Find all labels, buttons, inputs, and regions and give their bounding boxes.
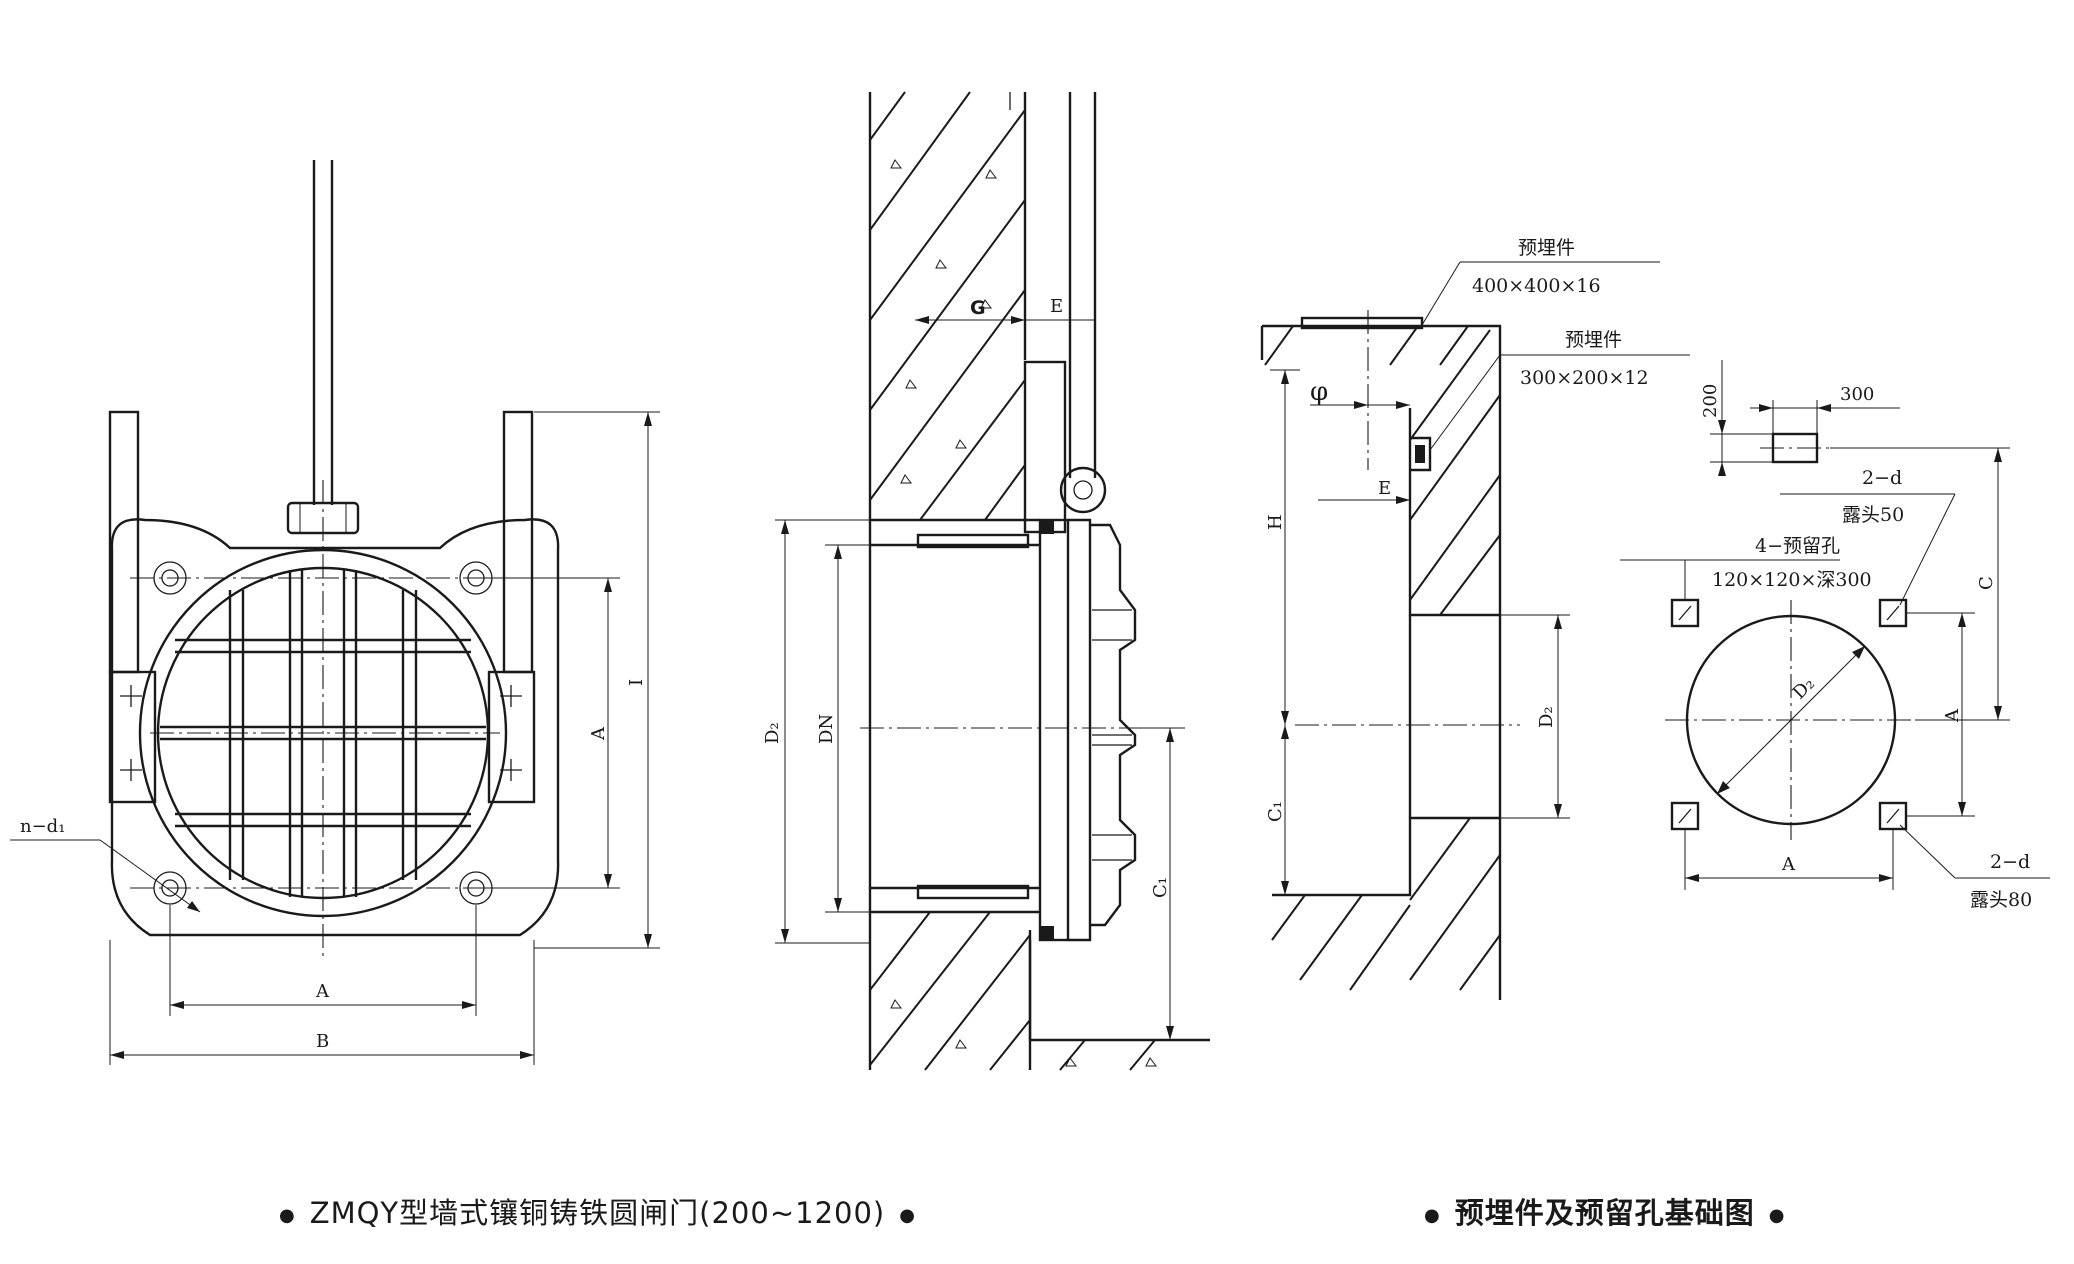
bullet-icon: ● bbox=[1424, 1204, 1441, 1226]
section-label-C1: C₁ bbox=[1150, 877, 1171, 898]
plan-dim-200: 200 bbox=[1700, 384, 1721, 418]
caption-left-text: ZMQY型墙式镶铜铸铁圆闸门(200~1200) bbox=[309, 1196, 886, 1230]
embed1-title: 预埋件 bbox=[1518, 237, 1575, 259]
plan-label-lutou80: 露头80 bbox=[1970, 889, 2032, 911]
caption-right-text: 预埋件及预留孔基础图 bbox=[1454, 1196, 1755, 1230]
foundation-label-E: E bbox=[1378, 478, 1391, 499]
front-label-nd1: n−d₁ bbox=[20, 816, 65, 837]
front-label-I: I bbox=[626, 679, 647, 686]
front-label-A-side: A bbox=[588, 726, 609, 741]
plan-label-2d-bottom: 2−d bbox=[1990, 851, 2030, 873]
foundation-label-H: H bbox=[1265, 514, 1286, 530]
plan-label-A-bottom: A bbox=[1781, 854, 1796, 875]
plan-label-C: C bbox=[1976, 576, 1997, 590]
front-view: A B A I n−d₁ bbox=[10, 160, 660, 1065]
section-label-G: G bbox=[970, 297, 986, 319]
plan-label-4holes: 4−预留孔 bbox=[1755, 535, 1840, 557]
foundation-label-phi: φ bbox=[1310, 377, 1328, 407]
section-label-D2: D₂ bbox=[762, 722, 783, 744]
plan-label-2d-top: 2−d bbox=[1862, 467, 1902, 489]
section-view: G E D₂ DN C₁ bbox=[762, 91, 1210, 1071]
caption-right: ● 预埋件及预留孔基础图 ● bbox=[1410, 1190, 1799, 1232]
plan-label-D2: D₂ bbox=[1789, 673, 1819, 703]
front-label-B: B bbox=[316, 1031, 329, 1052]
section-label-DN: DN bbox=[816, 714, 837, 744]
embed2-title: 预埋件 bbox=[1565, 329, 1622, 351]
plan-dim-300: 300 bbox=[1840, 384, 1874, 405]
embed1-size: 400×400×16 bbox=[1472, 275, 1601, 297]
foundation-label-C1: C₁ bbox=[1265, 801, 1286, 822]
foundation-elevation: φ E H C₁ D₂ 预埋件 400×400×16 预埋件 300×200×1… bbox=[1260, 237, 1690, 1000]
plan-label-holes-size: 120×120×深300 bbox=[1712, 569, 1872, 591]
plan-label-A-side: A bbox=[1942, 708, 1963, 723]
bullet-icon: ● bbox=[899, 1204, 916, 1226]
plan-view: 200 300 D₂ 4−预留孔 120×120×深300 2−d bbox=[1620, 360, 2050, 911]
section-label-E: E bbox=[1050, 296, 1063, 317]
front-label-A-bottom: A bbox=[315, 981, 330, 1002]
caption-left: ● ZMQY型墙式镶铜铸铁圆闸门(200~1200) ● bbox=[265, 1190, 930, 1232]
bullet-icon: ● bbox=[1768, 1204, 1786, 1226]
plan-label-lutou50: 露头50 bbox=[1842, 504, 1904, 526]
bullet-icon: ● bbox=[279, 1204, 296, 1226]
foundation-label-D2: D₂ bbox=[1536, 706, 1557, 728]
embed2-size: 300×200×12 bbox=[1520, 367, 1649, 389]
